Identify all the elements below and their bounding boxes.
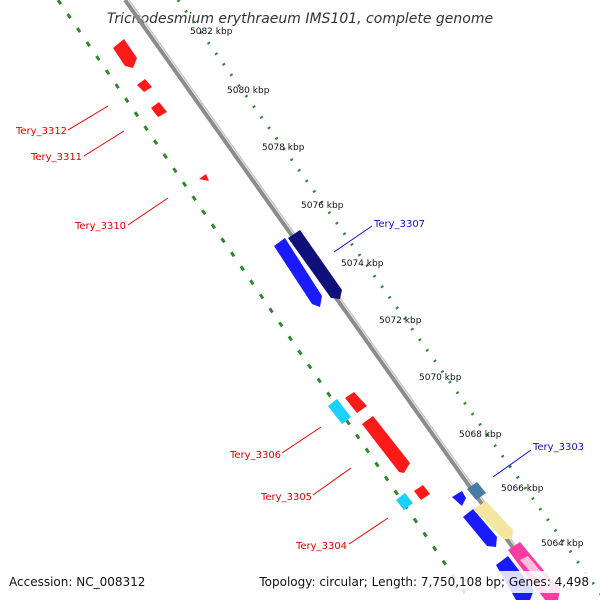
gene-label[interactable]: Tery_3306: [229, 450, 281, 461]
gene-arrow[interactable]: [345, 392, 367, 413]
gene-arrow[interactable]: [414, 485, 430, 500]
genome-backbone: [123, 0, 552, 600]
tick-label: 5076 kbp: [301, 201, 344, 211]
leader-line: [281, 426, 322, 454]
gene-label[interactable]: Tery_3305: [260, 492, 312, 503]
leader-line: [127, 197, 169, 226]
gene-label[interactable]: Tery_3304: [295, 541, 347, 552]
footer-right-background: [256, 571, 592, 593]
gene-label[interactable]: Tery_3310: [74, 221, 126, 232]
tick-label: 5074 kbp: [341, 259, 384, 269]
leader-line: [67, 105, 109, 131]
inner-dashed-ring: [56, 0, 472, 600]
tick-label: 5064 kbp: [541, 539, 584, 549]
gene-arrow[interactable]: [274, 238, 322, 307]
gene-arrow[interactable]: [328, 399, 351, 424]
gene-labels: Tery_3312 Tery_3311 Tery_3310 Tery_3307 …: [15, 126, 584, 552]
tick-label: 5082 kbp: [190, 27, 233, 37]
gene-label[interactable]: Tery_3303: [532, 442, 584, 453]
gene-arrow[interactable]: [467, 482, 486, 500]
gene-label[interactable]: Tery_3312: [15, 126, 67, 137]
gene-arrow[interactable]: [137, 79, 152, 92]
gene-arrow[interactable]: [362, 416, 410, 473]
genome-backbone-shadow: [128, 0, 555, 600]
gene-arrow[interactable]: [288, 230, 342, 299]
leader-line: [348, 517, 389, 545]
gene-arrow[interactable]: [474, 501, 513, 539]
leader-line: [333, 225, 373, 253]
gene-arrow[interactable]: [113, 39, 137, 68]
tick-label: 5068 kbp: [459, 430, 502, 440]
tick-label: 5078 kbp: [262, 143, 305, 153]
gene-label[interactable]: Tery_3307: [373, 219, 425, 230]
tick-label: 5072 kbp: [379, 316, 422, 326]
genome-summary-text: Topology: circular; Length: 7,750,108 bp…: [258, 575, 589, 589]
gene-arrow[interactable]: [199, 174, 209, 181]
leader-line: [312, 467, 352, 496]
tick-labels: 5082 kbp 5080 kbp 5078 kbp 5076 kbp 5074…: [190, 27, 584, 549]
map-title: Trichodesmium erythraeum IMS101, complet…: [107, 11, 493, 27]
gene-arrow[interactable]: [463, 509, 497, 547]
accession-text: Accession: NC_008312: [9, 575, 145, 589]
gene-arrow[interactable]: [396, 493, 413, 510]
gene-arrow[interactable]: [151, 102, 167, 117]
leader-line: [492, 449, 532, 478]
label-leaders: [67, 105, 532, 545]
tick-label: 5066 kbp: [501, 484, 544, 494]
gene-label[interactable]: Tery_3311: [30, 152, 82, 163]
gene-arrow[interactable]: [452, 491, 466, 506]
leader-line: [83, 130, 125, 157]
tick-label: 5080 kbp: [227, 86, 270, 96]
reverse-strand-genes: [113, 39, 430, 510]
tick-label: 5070 kbp: [419, 373, 462, 383]
